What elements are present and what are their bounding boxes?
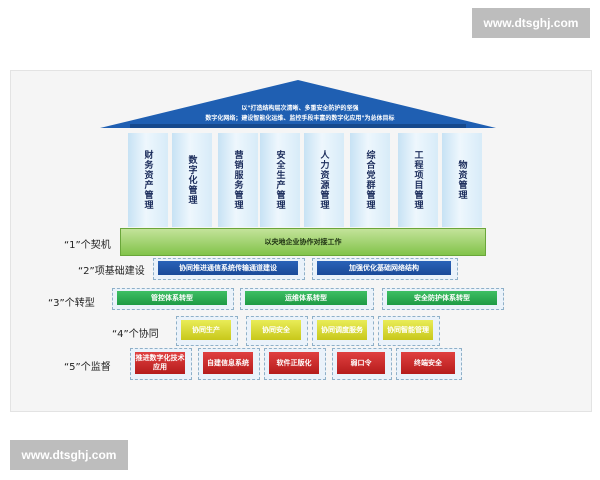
row3-item-2: 运维体系转型 <box>245 291 367 305</box>
watermark-bottom: www.dtsghj.com <box>10 440 128 470</box>
row4-item-3: 协同调度服务 <box>317 320 367 340</box>
row3-item-1: 管控体系转型 <box>117 291 227 305</box>
row3-item-3: 安全防护体系转型 <box>387 291 497 305</box>
row5-item-1: 推进数字化技术应用 <box>135 352 185 374</box>
row5-label: “5”个监督 <box>64 362 111 373</box>
roof-triangle <box>100 80 496 128</box>
pillar-materials: 物资管理 <box>442 133 482 227</box>
watermark-top: www.dtsghj.com <box>472 8 590 38</box>
roof-line-2: 数字化网络；建设智能化运维、监控手段丰富的数字化应用"为总体目标 <box>205 115 395 122</box>
roof-line-1: 以"打造结构层次清晰、多重安全防护的坚强 <box>241 105 359 112</box>
base-opportunity-bar: 以央地企业协作对接工作 <box>120 228 486 256</box>
row2-item-2: 加强优化基础网络结构 <box>317 261 451 275</box>
pillar-marketing: 营销服务管理 <box>218 133 258 227</box>
row5-item-5: 终端安全 <box>401 352 455 374</box>
row4-item-4: 协同智能管理 <box>383 320 433 340</box>
row1-label: “1”个契机 <box>64 240 111 251</box>
row4-item-1: 协同生产 <box>181 320 231 340</box>
pillar-finance: 财务资产管理 <box>128 133 168 227</box>
roof-goal-text: 以"打造结构层次清晰、多重安全防护的坚强 数字化网络；建设智能化运维、监控手段丰… <box>160 104 440 124</box>
row5-item-2: 自建信息系统 <box>203 352 253 374</box>
pillar-hr: 人力资源管理 <box>304 133 344 227</box>
row4-label: “4”个协同 <box>112 329 159 340</box>
row4-item-2: 协同安全 <box>251 320 301 340</box>
row3-label: “3”个转型 <box>48 298 95 309</box>
pillar-safety: 安全生产管理 <box>260 133 300 227</box>
row2-label: “2”项基础建设 <box>78 266 145 277</box>
row5-item-3: 软件正版化 <box>269 352 319 374</box>
pillar-engineering: 工程项目管理 <box>398 133 438 227</box>
row2-item-1: 协同推进通信系统传输通道建设 <box>158 261 298 275</box>
pillar-party: 综合党群管理 <box>350 133 390 227</box>
row5-item-4: 弱口令 <box>337 352 385 374</box>
pillar-digital: 数字化管理 <box>172 133 212 227</box>
